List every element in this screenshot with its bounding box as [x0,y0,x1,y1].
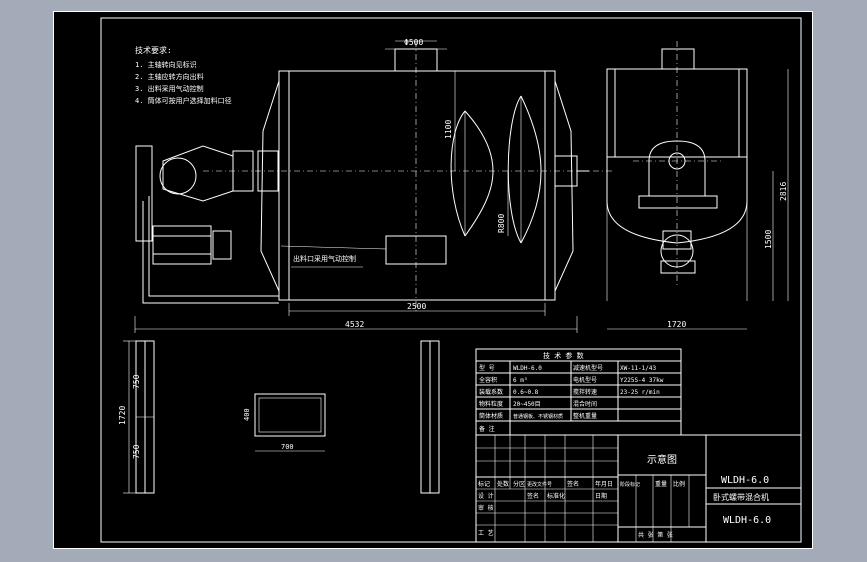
model-number: WLDH-6.0 [721,475,769,486]
dim-750b: 750 [132,444,141,459]
dim-2500: 2500 [407,302,426,311]
dim-1100: 1100 [444,120,453,139]
rev-header: 签名 [567,480,579,488]
dim-4532: 4532 [345,320,364,329]
foundation-plan: 1720 750 750 400 700 [118,340,440,494]
foundation-pad [254,393,326,437]
mixer-drum [278,70,556,301]
rev-header: 年月日 [595,480,613,488]
sign-label: 签名 [527,492,539,500]
date-label: 日期 [595,492,607,500]
spec-cell: 整机重量 [573,412,597,420]
spec-cell: 20~450目 [513,401,541,408]
spec-cell: 普通钢板、不锈钢材质 [513,413,563,420]
sheet-count: 共 张 第 张 [638,531,673,539]
dim-1500: 1500 [764,230,773,249]
machine-name: 卧式螺带混合机 [713,492,769,502]
ribbon-blade [464,110,494,237]
spec-cell: 型 号 [479,364,495,372]
spec-cell: XW-11-1/43 [620,365,657,372]
rev-header: 处数 [497,480,509,488]
std-label: 标准化 [547,492,565,500]
dim-400: 400 [243,408,251,421]
spec-cell: 物料粒度 [479,400,503,408]
dim-2816: 2816 [779,182,788,201]
drawing-code: WLDH-6.0 [723,515,771,526]
cad-drawing: 技术要求: 1. 主轴转向见标识 2. 主轴应转方向出料 3. 出料采用气动控制… [53,11,813,549]
spec-title: 技 术 参 数 [543,351,584,360]
spec-cell: 0.6~0.8 [513,389,539,396]
spec-cell: 装载系数 [479,388,503,396]
tech-req-item: 3. 出料采用气动控制 [135,84,204,93]
title-block: 标记 处数 分区 更改文件号 签名 年月日 设 计 标准化 签名 日期 审 核 … [475,434,802,543]
row-label-review: 审 核 [478,504,494,512]
spec-cell: Y225S-4 37kw [620,377,664,384]
belt-guard [135,145,153,242]
spec-cell: WLDH-6.0 [513,365,542,372]
rev-header: 更改文件号 [527,481,552,488]
outer-frame [53,11,813,549]
spec-cell: 全容积 [479,376,497,384]
inner-frame [100,17,802,543]
spec-cell: 23-25 r/min [620,389,660,396]
dim-750a: 750 [132,374,141,389]
spec-cell: 备 注 [479,425,495,433]
scale-label: 比例 [673,480,685,488]
side-outlet [660,234,694,268]
dim-700: 700 [281,443,294,451]
gear-reducer [162,145,234,202]
spec-table: 技 术 参 数 型 号 WLDH-6.0 减速机型号 XW-11-1/43 全容… [475,348,682,436]
row-label-process: 工 艺 [478,529,494,537]
side-view: 2816 1500 1720 [606,41,789,330]
rev-header: 标记 [478,480,490,488]
spec-cell: 电机型号 [573,376,597,384]
dim-side-1720: 1720 [667,320,686,329]
bearing-left [257,150,279,192]
discharge-callout: 出料口采用气动控制 [293,254,356,263]
spec-cell: 减速机型号 [573,364,603,372]
drawing-sheet: 技术要求: 1. 主轴转向见标识 2. 主轴应转方向出料 3. 出料采用气动控制… [53,11,813,549]
dim-inlet: Φ500 [404,38,423,47]
row-label-design: 设 计 [478,492,494,500]
spec-cell: 搅拌转速 [573,388,597,396]
side-inlet [661,48,695,70]
side-trough [606,157,748,244]
tech-req-item: 4. 筒体可按用户选择加料口径 [135,96,232,105]
tech-req-item: 2. 主轴应转方向出料 [135,72,204,81]
tech-requirements: 技术要求: 1. 主轴转向见标识 2. 主轴应转方向出料 3. 出料采用气动控制… [135,45,232,105]
front-view: Φ500 1100 R800 出料口采用气动控制 [134,38,613,333]
stage-label: 阶段标记 [620,481,640,488]
spec-cell: 混合时间 [573,400,597,408]
spec-cell: 筒体材质 [479,412,503,420]
motor [152,225,212,265]
tech-req-item: 1. 主轴转向见标识 [135,60,197,69]
dim-1720: 1720 [118,406,127,425]
discharge-valve [385,235,447,265]
drawing-title: 示意图 [647,453,677,466]
weight-label: 重量 [655,480,667,488]
spec-cell: 6 m³ [513,377,527,384]
tech-req-title: 技术要求: [135,45,172,55]
dim-r800: R800 [497,214,506,233]
rev-header: 分区 [513,480,525,488]
